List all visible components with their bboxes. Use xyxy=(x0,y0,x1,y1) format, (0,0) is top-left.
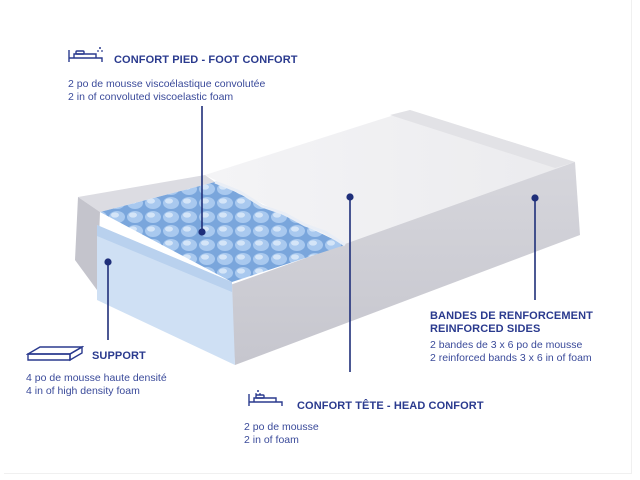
mattress-left-end-top xyxy=(75,197,100,290)
bed-icon xyxy=(248,390,283,406)
head-comfort-line-en: 2 in of foam xyxy=(244,434,299,446)
support-line-en: 4 in of high density foam xyxy=(26,385,140,397)
reinforced-sides-title-en: REINFORCED SIDES xyxy=(430,323,541,335)
support-line-fr: 4 po de mousse haute densité xyxy=(26,372,167,384)
reinforced-sides-line-fr: 2 bandes de 3 x 6 po de mousse xyxy=(430,339,583,351)
foot-comfort-title: CONFORT PIED - FOOT CONFORT xyxy=(114,54,298,66)
bed-icon xyxy=(68,47,103,62)
head-comfort-callout: CONFORT TÊTE - HEAD CONFORT 2 po de mous… xyxy=(244,400,484,447)
support-foam-edge xyxy=(97,225,232,292)
support-callout: SUPPORT 4 po de mousse haute densité 4 i… xyxy=(26,350,167,398)
support-foam-layer xyxy=(97,225,235,365)
foam-block-icon xyxy=(26,345,84,362)
head-leader-dot xyxy=(346,193,354,201)
foot-comfort-callout: CONFORT PIED - FOOT CONFORT 2 po de mous… xyxy=(68,54,298,104)
foot-comfort-line-en: 2 in of convoluted viscoelastic foam xyxy=(68,91,234,103)
reinforced-sides-callout: BANDES DE RENFORCEMENT REINFORCED SIDES … xyxy=(430,310,593,365)
reinforced-sides-title-fr: BANDES DE RENFORCEMENT xyxy=(430,310,593,322)
reinforced-sides-line-en: 2 reinforced bands 3 x 6 in of foam xyxy=(430,352,592,364)
head-comfort-line-fr: 2 po de mousse xyxy=(244,421,319,433)
support-title: SUPPORT xyxy=(92,350,146,362)
support-leader-dot xyxy=(104,258,112,266)
foot-leader-dot xyxy=(198,228,206,236)
convoluted-foam-layer xyxy=(100,182,345,282)
head-comfort-title: CONFORT TÊTE - HEAD CONFORT xyxy=(297,400,484,412)
reinforced-band-left xyxy=(78,175,215,212)
mattress-front-side xyxy=(230,162,580,365)
foot-comfort-line-fr: 2 po de mousse viscoélastique convolutée xyxy=(68,78,266,90)
convoluted-foam-ridge xyxy=(214,180,346,247)
reinforced-band-top xyxy=(390,110,575,168)
image-frame xyxy=(4,0,632,474)
sides-leader-dot xyxy=(531,194,539,202)
